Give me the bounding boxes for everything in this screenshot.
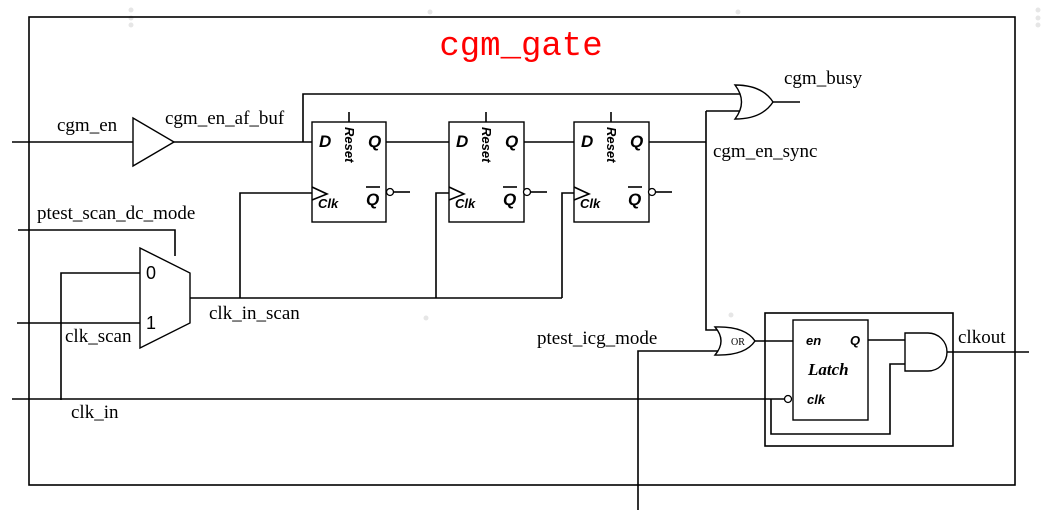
pin-d: D: [456, 132, 468, 151]
label-clk-scan: clk_scan: [65, 326, 132, 347]
wire-clk-to-dff1: [239, 192, 312, 298]
label-cgm-busy: cgm_busy: [784, 68, 863, 89]
latch-pin-en: en: [806, 333, 821, 348]
label-clkout: clkout: [958, 327, 1006, 348]
label-ptest-icg-mode: ptest_icg_mode: [537, 328, 657, 349]
label-clk-in: clk_in: [71, 402, 119, 423]
pin-clk: Clk: [318, 196, 339, 211]
pin-reset: Reset: [479, 127, 494, 163]
latch: en Q Latch clk: [783, 319, 869, 421]
icg-cell-frame: [764, 312, 954, 447]
wire-clk-to-dff2: [435, 192, 449, 298]
clock-triangle-icon: [448, 186, 467, 201]
latch-pin-clk: clk: [807, 392, 826, 407]
inversion-bubble-icon: [647, 187, 657, 197]
pin-qbar: Q: [628, 190, 641, 209]
wire-clk-to-and: [770, 363, 905, 435]
label-cgm-en-sync: cgm_en_sync: [713, 141, 817, 162]
and-gate: [904, 332, 948, 372]
wire-ptest-icg-mode: [637, 350, 722, 510]
clock-triangle-icon: [311, 186, 330, 201]
label-cgm-en-af-buf: cgm_en_af_buf: [165, 108, 285, 129]
mux-input-1-label: 1: [146, 313, 156, 333]
module-title: cgm_gate: [439, 28, 602, 66]
wire-sync-vertical: [705, 111, 718, 331]
or-gate-icg: [713, 326, 756, 356]
inversion-bubble-icon: [783, 394, 793, 404]
inversion-bubble-icon: [522, 187, 532, 197]
pin-q: Q: [505, 132, 518, 151]
pin-qbar: Q: [366, 190, 379, 209]
pin-qbar: Q: [503, 190, 516, 209]
clock-triangle-icon: [573, 186, 592, 201]
watermark-dots: [128, 7, 1041, 321]
pin-d: D: [581, 132, 593, 151]
wire-clk-in-to-mux-0: [60, 272, 140, 400]
latch-pin-q: Q: [850, 333, 860, 348]
label-clk-in-scan: clk_in_scan: [209, 303, 300, 324]
buffer-gate: [132, 116, 176, 168]
pin-clk: Clk: [580, 196, 601, 211]
mux-input-0-label: 0: [146, 263, 156, 283]
wire-af-buf-to-busy-or: [302, 93, 740, 142]
or-gate-busy: [733, 84, 774, 120]
wire-ptest-scan-dc-mode: [18, 229, 176, 256]
pin-reset: Reset: [342, 127, 357, 163]
label-cgm-en: cgm_en: [57, 115, 118, 136]
dff-2: D Q Q Clk Reset: [448, 112, 547, 223]
pin-reset: Reset: [604, 127, 619, 163]
pin-d: D: [319, 132, 331, 151]
clock-mux: [139, 246, 191, 350]
wire-clk-to-dff3: [561, 192, 574, 298]
latch-name: Latch: [807, 360, 849, 379]
pin-clk: Clk: [455, 196, 476, 211]
label-ptest-scan-dc-mode: ptest_scan_dc_mode: [37, 203, 195, 224]
pin-q: Q: [368, 132, 381, 151]
dff-3: D Q Q Clk Reset: [573, 112, 672, 223]
inversion-bubble-icon: [385, 187, 395, 197]
module-frame: [28, 16, 1016, 486]
or-gate-label: OR: [731, 337, 745, 348]
pin-q: Q: [630, 132, 643, 151]
dff-1: D Q Q Clk Reset: [311, 112, 410, 223]
